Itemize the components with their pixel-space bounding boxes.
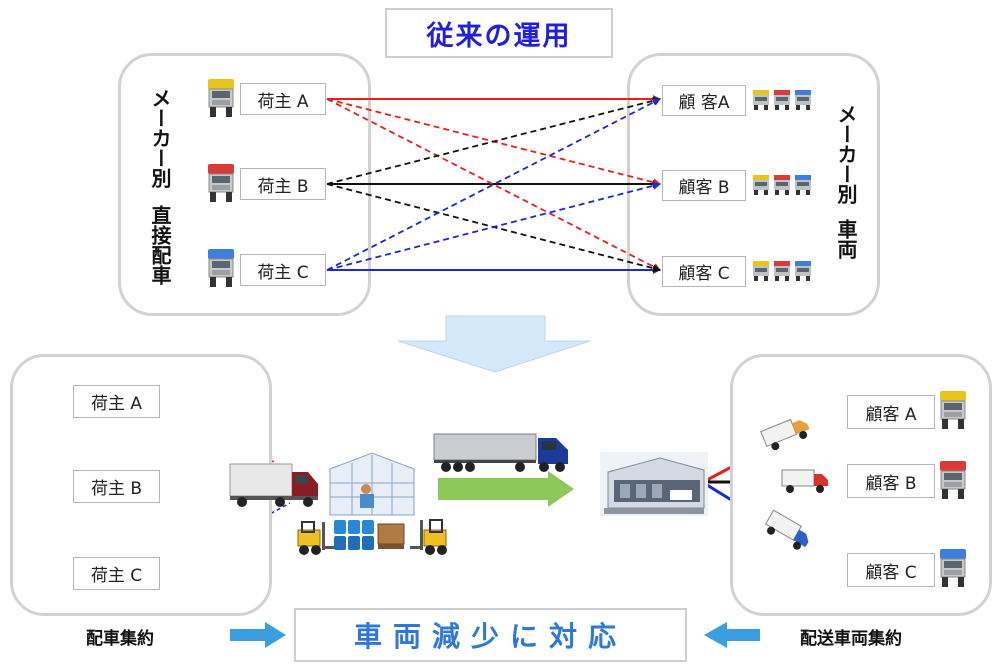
- forklift-icon: [408, 518, 450, 560]
- consolidated-shipper-b: 荷主 B: [73, 470, 160, 503]
- consolidated-shipper-a: 荷主 A: [73, 385, 160, 418]
- shipper-node-a: 荷主 A: [240, 83, 326, 115]
- barrels-icon: [332, 518, 376, 558]
- delivery-customer-c: 顧客 C: [847, 553, 935, 587]
- delivery-customer-b: 顧客 B: [847, 464, 935, 498]
- left-vertical-label-2: 直接配車: [148, 205, 172, 285]
- route-b-a: [326, 96, 661, 185]
- truck-icon: [206, 77, 236, 123]
- result-box: 車両減少に対応: [294, 608, 687, 662]
- green-arrow: [438, 471, 574, 507]
- right-footer-label: 配送車両集約: [800, 629, 902, 649]
- box-truck-icon: [228, 462, 320, 512]
- customer-node-c: 顧客 C: [662, 256, 746, 287]
- delivery-truck-icon: [758, 508, 816, 559]
- route-c-b: [326, 181, 661, 271]
- trailer-truck-icon: [432, 432, 572, 478]
- truck-group-icon: [752, 260, 812, 286]
- truck-icon: [938, 389, 968, 435]
- pallet-icon: [376, 522, 406, 556]
- down-arrow: [397, 315, 591, 373]
- page-title: 従来の運用: [385, 8, 613, 58]
- truck-icon: [206, 247, 236, 293]
- customer-node-a: 顧 客A: [662, 85, 746, 116]
- warehouse-icon: [326, 449, 416, 523]
- left-footer-label: 配車集約: [86, 629, 154, 649]
- truck-icon: [206, 162, 236, 208]
- shipper-node-b: 荷主 B: [240, 168, 326, 200]
- left-blue-arrow: [230, 622, 286, 648]
- truck-group-icon: [752, 174, 812, 200]
- route-c-a: [326, 98, 661, 271]
- delivery-customer-a: 顧客 A: [847, 395, 935, 429]
- route-a-c: [326, 98, 661, 271]
- right-blue-arrow: [704, 622, 760, 648]
- customer-node-b: 顧客 B: [662, 170, 746, 201]
- shipper-node-c: 荷主 C: [240, 254, 326, 286]
- left-vertical-label-1: メーカー別: [148, 88, 172, 188]
- delivery-truck-icon: [758, 412, 816, 459]
- right-vertical-label-2: 車両: [834, 219, 858, 259]
- forklift-icon: [296, 520, 336, 560]
- delivery-truck-icon: [780, 468, 830, 498]
- consolidated-shipper-c: 荷主 C: [73, 557, 160, 590]
- right-vertical-label-1: メーカー別: [834, 104, 858, 204]
- truck-icon: [938, 547, 968, 593]
- truck-group-icon: [752, 89, 812, 115]
- distribution-center-icon: [600, 452, 708, 520]
- truck-icon: [938, 459, 968, 505]
